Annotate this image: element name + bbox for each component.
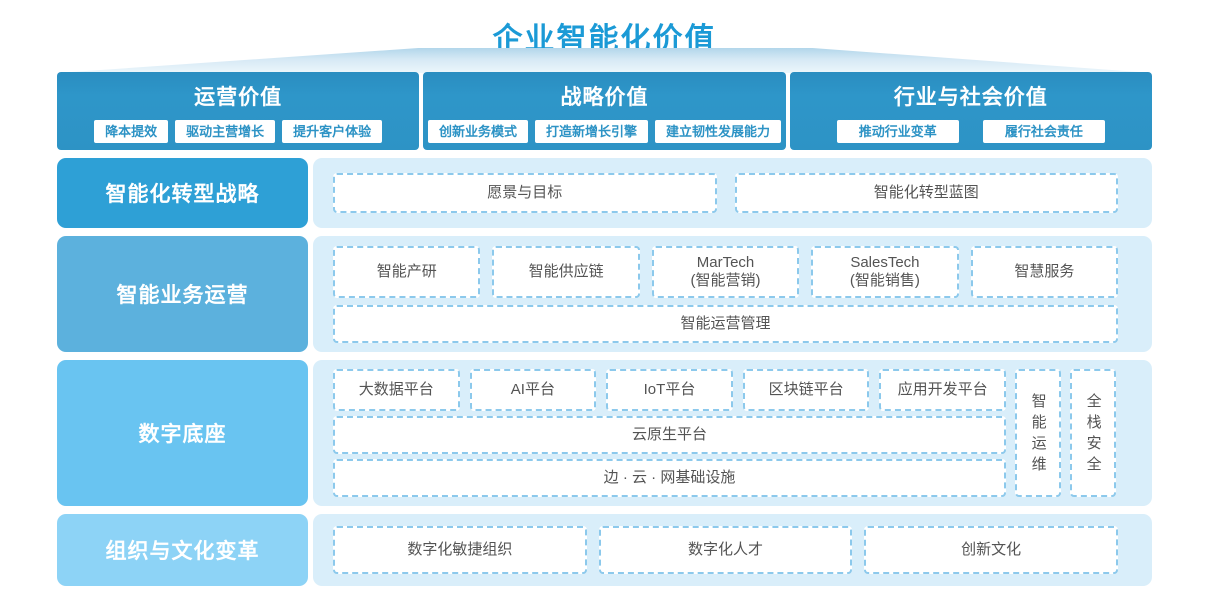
value-heading: 战略价值	[560, 86, 649, 109]
item-bigdata-platform: 大数据平台	[333, 369, 460, 411]
value-chips: 降本提效 驱动主营增长 提升客户体验	[57, 120, 419, 143]
value-chip: 驱动主营增长	[175, 120, 276, 143]
row-culture-panel: 数字化敏捷组织 数字化人才 创新文化	[313, 514, 1152, 586]
value-chip: 降本提效	[94, 120, 169, 143]
item-app-dev-platform: 应用开发平台	[879, 369, 1006, 411]
item-iot-platform: IoT平台	[606, 369, 733, 411]
martech-line2: (智能营销)	[690, 271, 761, 289]
value-heading: 行业与社会价值	[893, 86, 1048, 109]
item-smart-service: 智慧服务	[970, 245, 1119, 298]
item-blockchain-platform: 区块链平台	[742, 369, 870, 411]
salestech-line1: SalesTech	[850, 254, 920, 272]
item-smart-supply-chain: 智能供应链	[492, 245, 640, 298]
martech-line1: MarTech	[696, 254, 755, 272]
value-chip: 创新业务模式	[427, 120, 528, 143]
value-chip: 打造新增长引擎	[534, 120, 648, 143]
item-cloud-native-platform: 云原生平台	[333, 416, 1006, 454]
row-culture: 组织与文化变革 数字化敏捷组织 数字化人才 创新文化	[57, 514, 1152, 586]
value-chip: 履行社会责任	[982, 120, 1105, 143]
value-chip: 提升客户体验	[282, 120, 383, 143]
row-label-foundation: 数字底座	[57, 360, 308, 506]
value-box-strategic: 战略价值 创新业务模式 打造新增长引擎 建立韧性发展能力	[423, 72, 786, 150]
item-smart-operations-management: 智能运营管理	[333, 304, 1118, 343]
item-martech: MarTech (智能营销)	[651, 245, 800, 298]
item-vision-goals: 愿景与目标	[333, 173, 717, 213]
row-strategy-panel: 愿景与目标 智能化转型蓝图	[313, 158, 1152, 228]
item-innovation-culture: 创新文化	[864, 526, 1119, 574]
item-agile-organization: 数字化敏捷组织	[333, 526, 587, 574]
item-salestech: SalesTech (智能销售)	[811, 245, 959, 298]
row-foundation: 数字底座 大数据平台 AI平台 IoT平台 区块链平台 应用开发平台 云原生平台…	[57, 360, 1152, 506]
salestech-line2: (智能销售)	[849, 271, 920, 289]
item-digital-talent: 数字化人才	[598, 526, 853, 574]
value-row: 运营价值 降本提效 驱动主营增长 提升客户体验 战略价值 创新业务模式 打造新增…	[57, 72, 1152, 150]
value-box-operational: 运营价值 降本提效 驱动主营增长 提升客户体验	[57, 72, 420, 150]
item-ai-platform: AI平台	[469, 369, 597, 411]
row-label-culture: 组织与文化变革	[57, 514, 308, 586]
row-label-strategy: 智能化转型战略	[57, 158, 308, 228]
value-box-industry-social: 行业与社会价值 推动行业变革 履行社会责任	[789, 72, 1152, 150]
item-smart-rnd: 智能产研	[333, 245, 481, 298]
row-foundation-panel: 大数据平台 AI平台 IoT平台 区块链平台 应用开发平台 云原生平台 边 · …	[313, 360, 1152, 506]
item-edge-cloud-network-infra: 边 · 云 · 网基础设施	[333, 459, 1006, 497]
pillar-smart-ops: 智能运维	[1015, 369, 1061, 497]
value-heading: 运营价值	[194, 86, 283, 109]
pillar-fullstack-security: 全栈安全	[1070, 369, 1116, 497]
item-transformation-blueprint: 智能化转型蓝图	[734, 173, 1118, 213]
value-chips: 推动行业变革 履行社会责任	[790, 120, 1152, 143]
value-chip: 推动行业变革	[836, 120, 959, 143]
row-operations: 智能业务运营 智能产研 智能供应链 MarTech (智能营销) SalesTe…	[57, 236, 1152, 352]
value-chip: 建立韧性发展能力	[655, 120, 782, 143]
row-strategy: 智能化转型战略 愿景与目标 智能化转型蓝图	[57, 158, 1152, 228]
value-chips: 创新业务模式 打造新增长引擎 建立韧性发展能力	[423, 120, 785, 143]
row-operations-panel: 智能产研 智能供应链 MarTech (智能营销) SalesTech (智能销…	[313, 236, 1152, 352]
row-label-operations: 智能业务运营	[57, 236, 308, 352]
